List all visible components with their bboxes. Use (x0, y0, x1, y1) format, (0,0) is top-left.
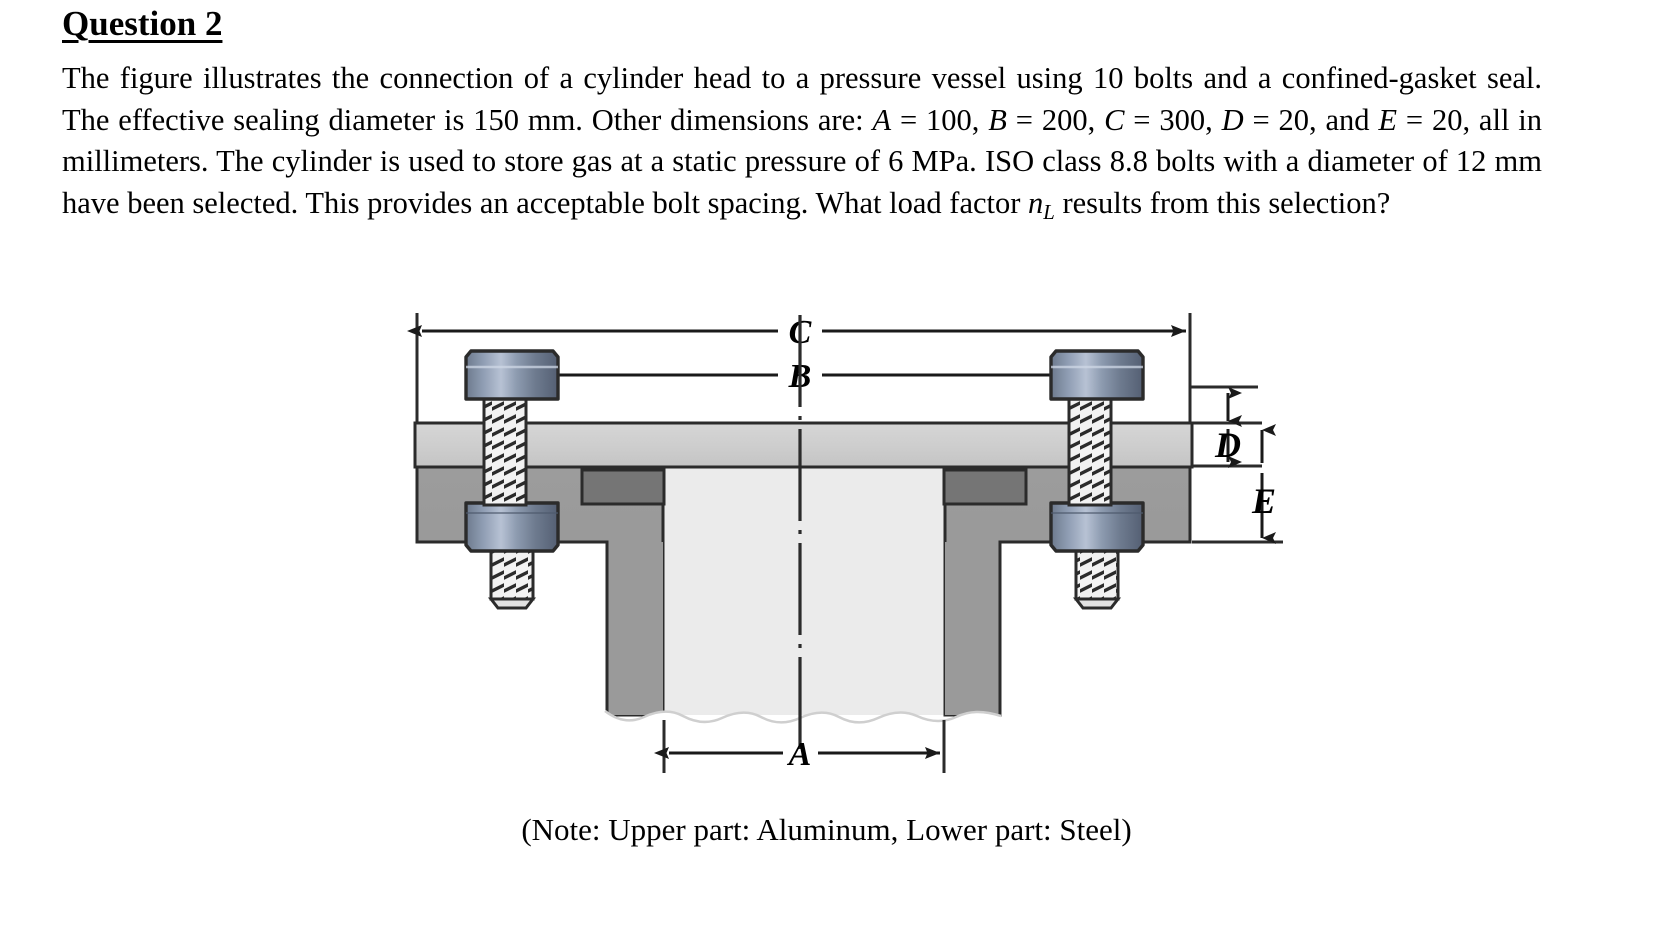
bolt-assembly-left (464, 349, 560, 610)
variable-d: D (1221, 102, 1244, 137)
bolt-stud-left (487, 548, 537, 610)
variable-b: B (988, 102, 1007, 137)
figure-caption: (Note: Upper part: Aluminum, Lower part:… (521, 812, 1132, 847)
variable-c: C (1104, 102, 1125, 137)
page-title: Question 2 (62, 4, 223, 43)
variable-a: A (872, 102, 892, 137)
dimension-a: A (654, 720, 946, 773)
bolt-nut-right (1049, 501, 1145, 553)
gasket-groove-left (580, 468, 666, 506)
problem-text-part-1: The figure illustrates the connection of… (62, 61, 1542, 137)
bolt-head-left (464, 349, 560, 401)
dimension-b: B (502, 358, 1093, 395)
variable-n-subscript: L (1043, 201, 1055, 224)
dimension-c: C (407, 314, 1186, 351)
bolt-shank-right (1067, 397, 1113, 507)
dimension-label-a: A (787, 736, 812, 773)
variable-e: E (1378, 102, 1398, 137)
bolt-shank-left (482, 397, 528, 507)
dimension-e: E (1251, 424, 1276, 544)
wall-shading (605, 542, 1002, 715)
cylinder-bore (661, 466, 947, 715)
problem-statement: The figure illustrates the connection of… (62, 58, 1542, 234)
equals-e: = 20, all in millimeters. The cylinder i… (62, 102, 1542, 220)
gasket-groove-right (942, 468, 1028, 506)
equals-b: = 200, (1006, 102, 1105, 137)
aluminum-head-plate (413, 421, 1194, 469)
bolt-nut-left (464, 501, 560, 553)
dimension-d-e-group: D E (1190, 385, 1283, 544)
bolt-assembly-right (1049, 349, 1145, 610)
dimension-label-d: D (1214, 425, 1241, 465)
problem-text-part-2: results from this selection? (1054, 185, 1391, 220)
equals-d: = 20, and (1243, 102, 1379, 137)
bolt-head-right (1049, 349, 1145, 401)
bolt-stud-right (1072, 548, 1122, 610)
equals-a: = 100, (891, 102, 989, 137)
dimension-d: D (1214, 387, 1242, 468)
bolted-joint-figure: C B (0, 295, 1653, 815)
dimension-label-e: E (1251, 481, 1276, 521)
variable-n: n (1028, 185, 1044, 220)
equals-c: = 300, (1124, 102, 1222, 137)
